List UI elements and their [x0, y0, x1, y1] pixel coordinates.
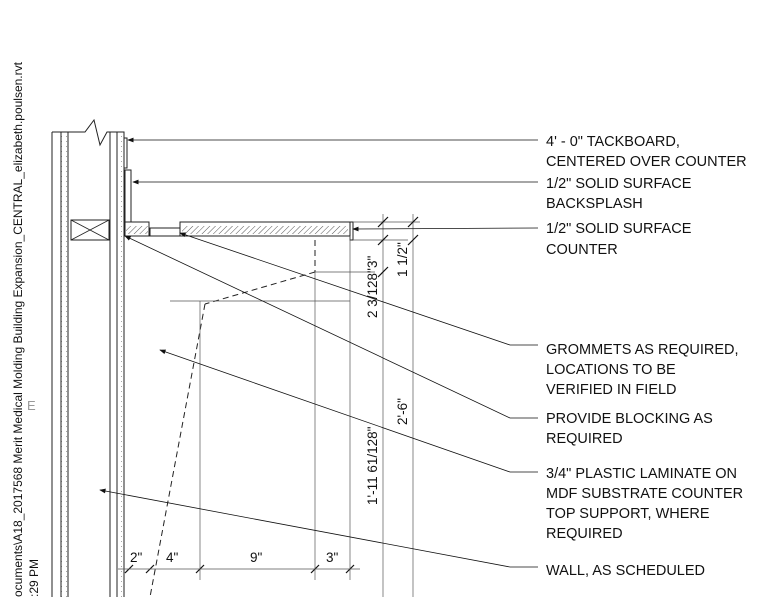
dim-3in: 3" [326, 550, 339, 565]
dim-4in: 4" [166, 550, 179, 565]
sheet-file-path: ocuments\A18_2017568 Merit Medical Moldi… [11, 61, 25, 597]
svg-text:WALL, AS SCHEDULED: WALL, AS SCHEDULED [546, 563, 705, 579]
dim-3in-vertical: 3" [365, 255, 380, 268]
callout-wall: WALL, AS SCHEDULED [546, 563, 705, 579]
callout-laminate-support: 3/4" PLASTIC LAMINATE ON MDF SUBSTRATE C… [546, 466, 743, 542]
dim-2-6: 2'-6" [395, 398, 410, 425]
svg-text:1/2" SOLID SURFACE: 1/2" SOLID SURFACE [546, 221, 692, 237]
callout-grommets: GROMMETS AS REQUIRED, LOCATIONS TO BE VE… [546, 342, 739, 398]
callout-backsplash: 1/2" SOLID SURFACE BACKSPLASH [546, 176, 692, 212]
svg-text:REQUIRED: REQUIRED [546, 431, 623, 447]
backsplash [124, 169, 132, 223]
svg-text:CENTERED OVER COUNTER: CENTERED OVER COUNTER [546, 154, 747, 170]
callout-counter: 1/2" SOLID SURFACE COUNTER [546, 221, 692, 258]
dim-9in: 9" [250, 550, 263, 565]
dim-2in: 2" [130, 550, 143, 565]
wall [51, 118, 125, 597]
support-outline [149, 240, 316, 597]
extension-lines [170, 214, 420, 597]
sheet-time: :29 PM [27, 559, 41, 597]
callout-blocking: PROVIDE BLOCKING AS REQUIRED [546, 411, 713, 447]
callout-tackboard: 4' - 0" TACKBOARD, CENTERED OVER COUNTER [546, 134, 747, 170]
dim-1-11-61-128: 1'-11 61/128" [365, 426, 380, 505]
svg-text:PROVIDE BLOCKING AS: PROVIDE BLOCKING AS [546, 411, 713, 427]
svg-text:3/4" PLASTIC LAMINATE ON: 3/4" PLASTIC LAMINATE ON [546, 466, 737, 482]
svg-text:COUNTER: COUNTER [546, 242, 618, 258]
blocking [70, 219, 110, 241]
svg-text:BACKSPLASH: BACKSPLASH [546, 196, 643, 212]
svg-text:LOCATIONS TO BE: LOCATIONS TO BE [546, 362, 676, 378]
svg-text:VERIFIED IN FIELD: VERIFIED IN FIELD [546, 382, 677, 398]
svg-text:1/2" SOLID SURFACE: 1/2" SOLID SURFACE [546, 176, 692, 192]
leader-lines [99, 137, 539, 568]
svg-text:GROMMETS AS REQUIRED,: GROMMETS AS REQUIRED, [546, 342, 739, 358]
svg-text:REQUIRED: REQUIRED [546, 526, 623, 542]
svg-text:TOP SUPPORT, WHERE: TOP SUPPORT, WHERE [546, 506, 710, 522]
dim-2-3-128: 2 3/128" [365, 268, 380, 318]
tackboard [123, 137, 128, 169]
counter [124, 221, 354, 241]
svg-text:4' - 0" TACKBOARD,: 4' - 0" TACKBOARD, [546, 134, 680, 150]
dim-1-1-2: 1 1/2" [395, 242, 410, 277]
svg-text:MDF SUBSTRATE COUNTER: MDF SUBSTRATE COUNTER [546, 486, 743, 502]
grid-mark: E [27, 398, 36, 413]
